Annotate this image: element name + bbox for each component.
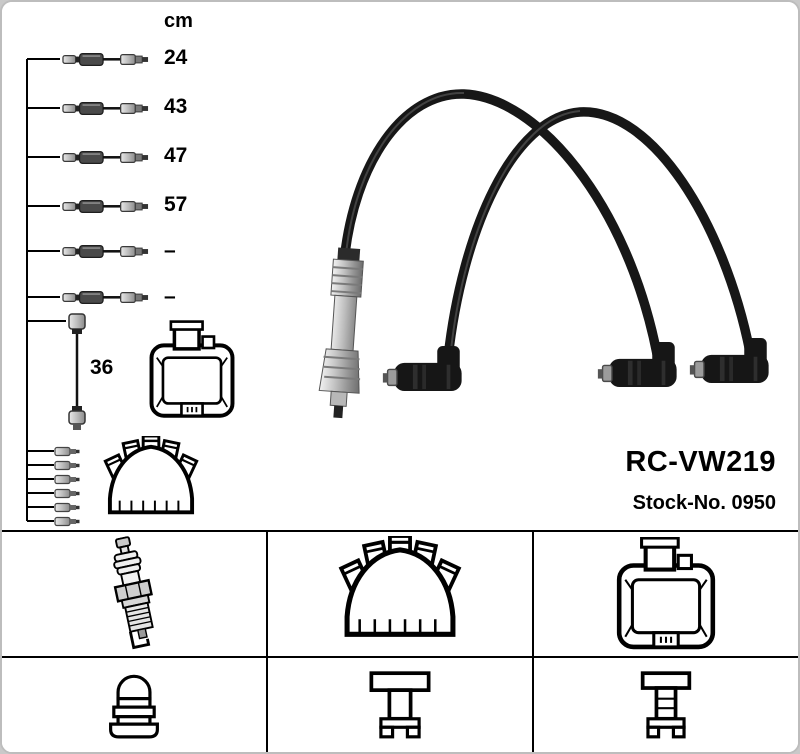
spark-plug-icon [103, 536, 164, 651]
measured-cable [62, 290, 149, 305]
cable-terminal [54, 446, 80, 457]
cable-length-label: 47 [164, 144, 188, 167]
product-code: RC-VW219 [625, 446, 776, 478]
ignition-coil-icon [152, 322, 233, 416]
top-graphics [26, 52, 770, 527]
cable-length-label: 24 [164, 46, 188, 69]
measured-cable [62, 52, 149, 67]
ignition-coil-icon [615, 537, 717, 651]
legend-cell-boot-connector [2, 658, 268, 752]
cable-length-label: 57 [164, 193, 188, 216]
coil-cable-length-label: 36 [90, 356, 114, 379]
legend-cell-distributor-cap [268, 532, 534, 658]
boot-connector-icon [109, 674, 159, 739]
unit-label: cm [164, 10, 193, 32]
cable-photo [318, 89, 770, 419]
cable-length-label: – [164, 285, 176, 308]
legend-cell-spark-plug [2, 532, 268, 658]
wide-connector-icon [369, 671, 431, 739]
narrow-connector-icon [640, 671, 692, 739]
stock-number: Stock-No. 0950 [632, 492, 776, 514]
legend-cell-ignition-coil [534, 532, 798, 658]
spark-plug-boot [689, 338, 770, 384]
distributor-cap-icon [103, 436, 199, 515]
measured-cable [62, 199, 149, 214]
cable-terminal [54, 488, 80, 499]
measured-cable [62, 244, 149, 259]
spark-plug-boot [382, 346, 463, 392]
cable-length-label: – [164, 239, 176, 262]
measured-cable [62, 101, 149, 116]
legend-cell-wide-connector [268, 658, 534, 752]
distributor-connector [318, 247, 364, 419]
compatibility-grid [2, 530, 798, 752]
cable-terminal [54, 502, 80, 513]
distributor-cap-icon [337, 536, 463, 652]
cable-terminal [54, 516, 80, 527]
cable-terminal [54, 474, 80, 485]
measured-cable [62, 150, 149, 165]
top-section: cm 24 43 47 57 – – 36 RC-VW219 Stock-No.… [2, 2, 798, 530]
measurement-bracket [26, 58, 66, 522]
legend-cell-narrow-connector [534, 658, 798, 752]
coil-cable-graphic [68, 313, 86, 430]
cable-length-label: 43 [164, 95, 188, 118]
ignition-cable [443, 107, 755, 363]
cable-terminal [54, 460, 80, 471]
spark-plug-boot [597, 342, 678, 388]
